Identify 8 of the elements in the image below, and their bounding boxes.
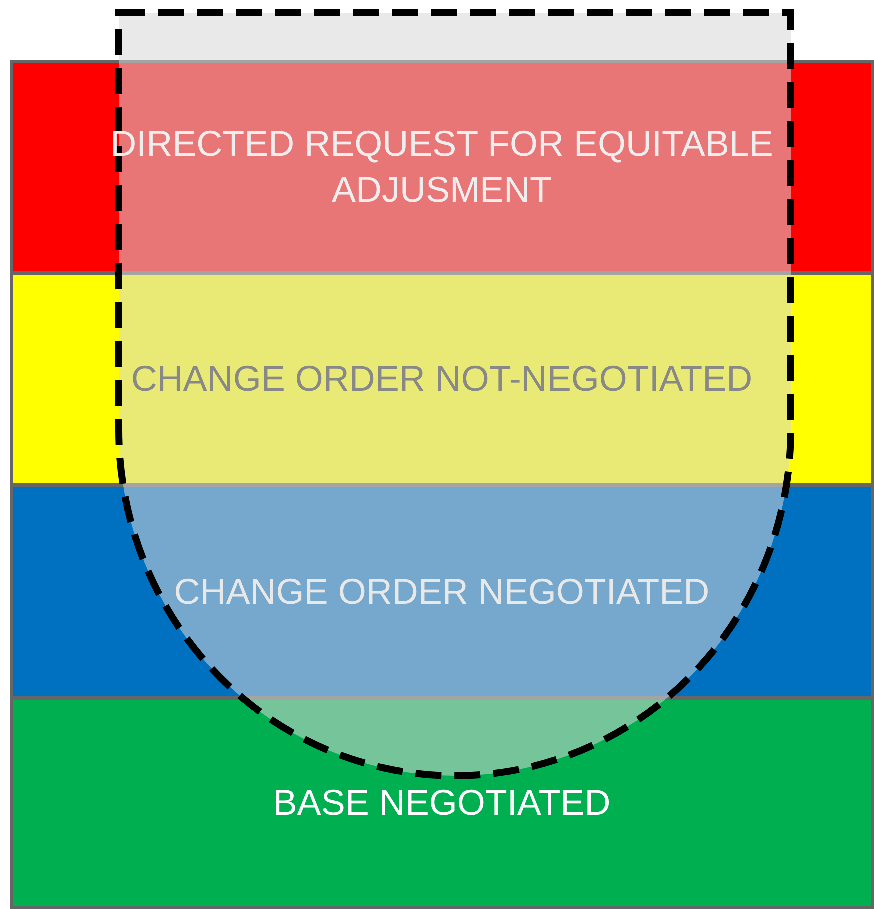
band-label: BASE NEGOTIATED [273, 781, 611, 825]
band-label: CHANGE ORDER NEGOTIATED [174, 570, 710, 614]
stacked-band [10, 272, 874, 486]
band-label: CHANGE ORDER NOT-NEGOTIATED [131, 357, 753, 401]
dashed-overlay-shape [114, 8, 796, 782]
stacked-band [10, 60, 874, 274]
stacked-band [10, 484, 874, 699]
stacked-band [10, 697, 874, 909]
